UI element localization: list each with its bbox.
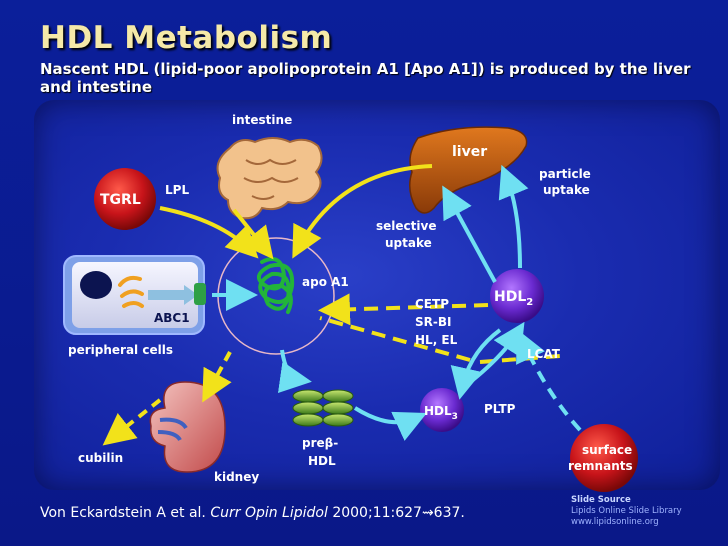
- label-srbi: SR-BI: [415, 315, 451, 329]
- label-selective-uptake-2: uptake: [385, 236, 432, 250]
- label-cubilin: cubilin: [78, 451, 123, 465]
- pre-beta-hdl-icon: [292, 389, 354, 427]
- apo-a1-icon: [257, 257, 295, 314]
- label-lcat: LCAT: [527, 347, 561, 361]
- label-surface-remnants-2: remnants: [568, 459, 633, 473]
- surface-remnants-particle: [570, 424, 638, 492]
- hdl2-particle: [490, 269, 544, 323]
- citation: Von Eckardstein A et al. Curr Opin Lipid…: [40, 505, 465, 521]
- citation-end: 637.: [433, 505, 465, 521]
- citation-journal: Curr Opin Lipidol: [210, 505, 328, 521]
- source-head: Slide Source: [571, 495, 631, 505]
- label-kidney: kidney: [214, 470, 259, 484]
- arrow-apoa1-to-kidney: [202, 351, 232, 403]
- peripheral-cell-icon: [63, 255, 206, 335]
- label-hdl2: HDL2: [494, 289, 533, 308]
- arrow-apoa1-to-prebeta: [277, 349, 312, 393]
- label-cetp: CETP: [415, 297, 449, 311]
- intestine-icon: [216, 137, 323, 220]
- slide-subtitle: Nascent HDL (lipid-poor apolipoprotein A…: [40, 60, 691, 96]
- label-particle-uptake-1: particle: [539, 167, 591, 181]
- citation-symbol: ⇝: [421, 505, 434, 521]
- arrow-tgrl-to-apoa1: [159, 206, 259, 259]
- source-line1: Lipids Online Slide Library: [571, 506, 682, 516]
- arrow-cetp-to-apoa1: [319, 316, 471, 362]
- arrow-hdl2-particle-uptake: [498, 164, 529, 269]
- label-tgrl: TGRL: [100, 192, 141, 208]
- label-surface-remnants-1: surface: [582, 443, 632, 457]
- source-line2: www.lipidsonline.org: [571, 517, 659, 527]
- arrow-liver-to-apoa1: [292, 164, 433, 259]
- citation-ref: 2000;11:627: [332, 505, 422, 521]
- label-apo-a1: apo A1: [302, 275, 349, 289]
- arrow-hdl2-to-apoa1: [318, 293, 489, 326]
- label-hdl3: HDL3: [424, 404, 458, 422]
- arrow-kidney-to-cubilin: [102, 398, 162, 446]
- arrow-remnants-to-hdl2: [516, 329, 582, 432]
- label-hl-el: HL, EL: [415, 333, 458, 347]
- label-abc1: ABC1: [154, 311, 190, 325]
- arrow-hdl2-selective-uptake: [442, 185, 497, 283]
- citation-authors: Von Eckardstein A et al.: [40, 505, 206, 521]
- liver-icon: [409, 126, 528, 214]
- kidney-icon: [149, 381, 226, 473]
- label-particle-uptake-2: uptake: [543, 183, 590, 197]
- label-pre-beta-hdl-1: preβ-: [302, 436, 338, 450]
- slide-source: Slide Source Lipids Online Slide Library…: [571, 495, 682, 528]
- arrow-prebeta-to-hdl3: [353, 406, 427, 441]
- label-pltp: PLTP: [484, 402, 516, 416]
- label-peripheral-cells: peripheral cells: [68, 343, 173, 357]
- label-selective-uptake-1: selective: [376, 219, 436, 233]
- arrow-hdl3-to-hdl2: [458, 321, 525, 392]
- slide-title: HDL Metabolism: [40, 20, 333, 56]
- label-intestine: intestine: [232, 113, 292, 127]
- tgrl-particle: [94, 168, 156, 230]
- label-lpl: LPL: [165, 183, 189, 197]
- label-pre-beta-hdl-2: HDL: [308, 454, 336, 468]
- label-liver: liver: [452, 144, 487, 160]
